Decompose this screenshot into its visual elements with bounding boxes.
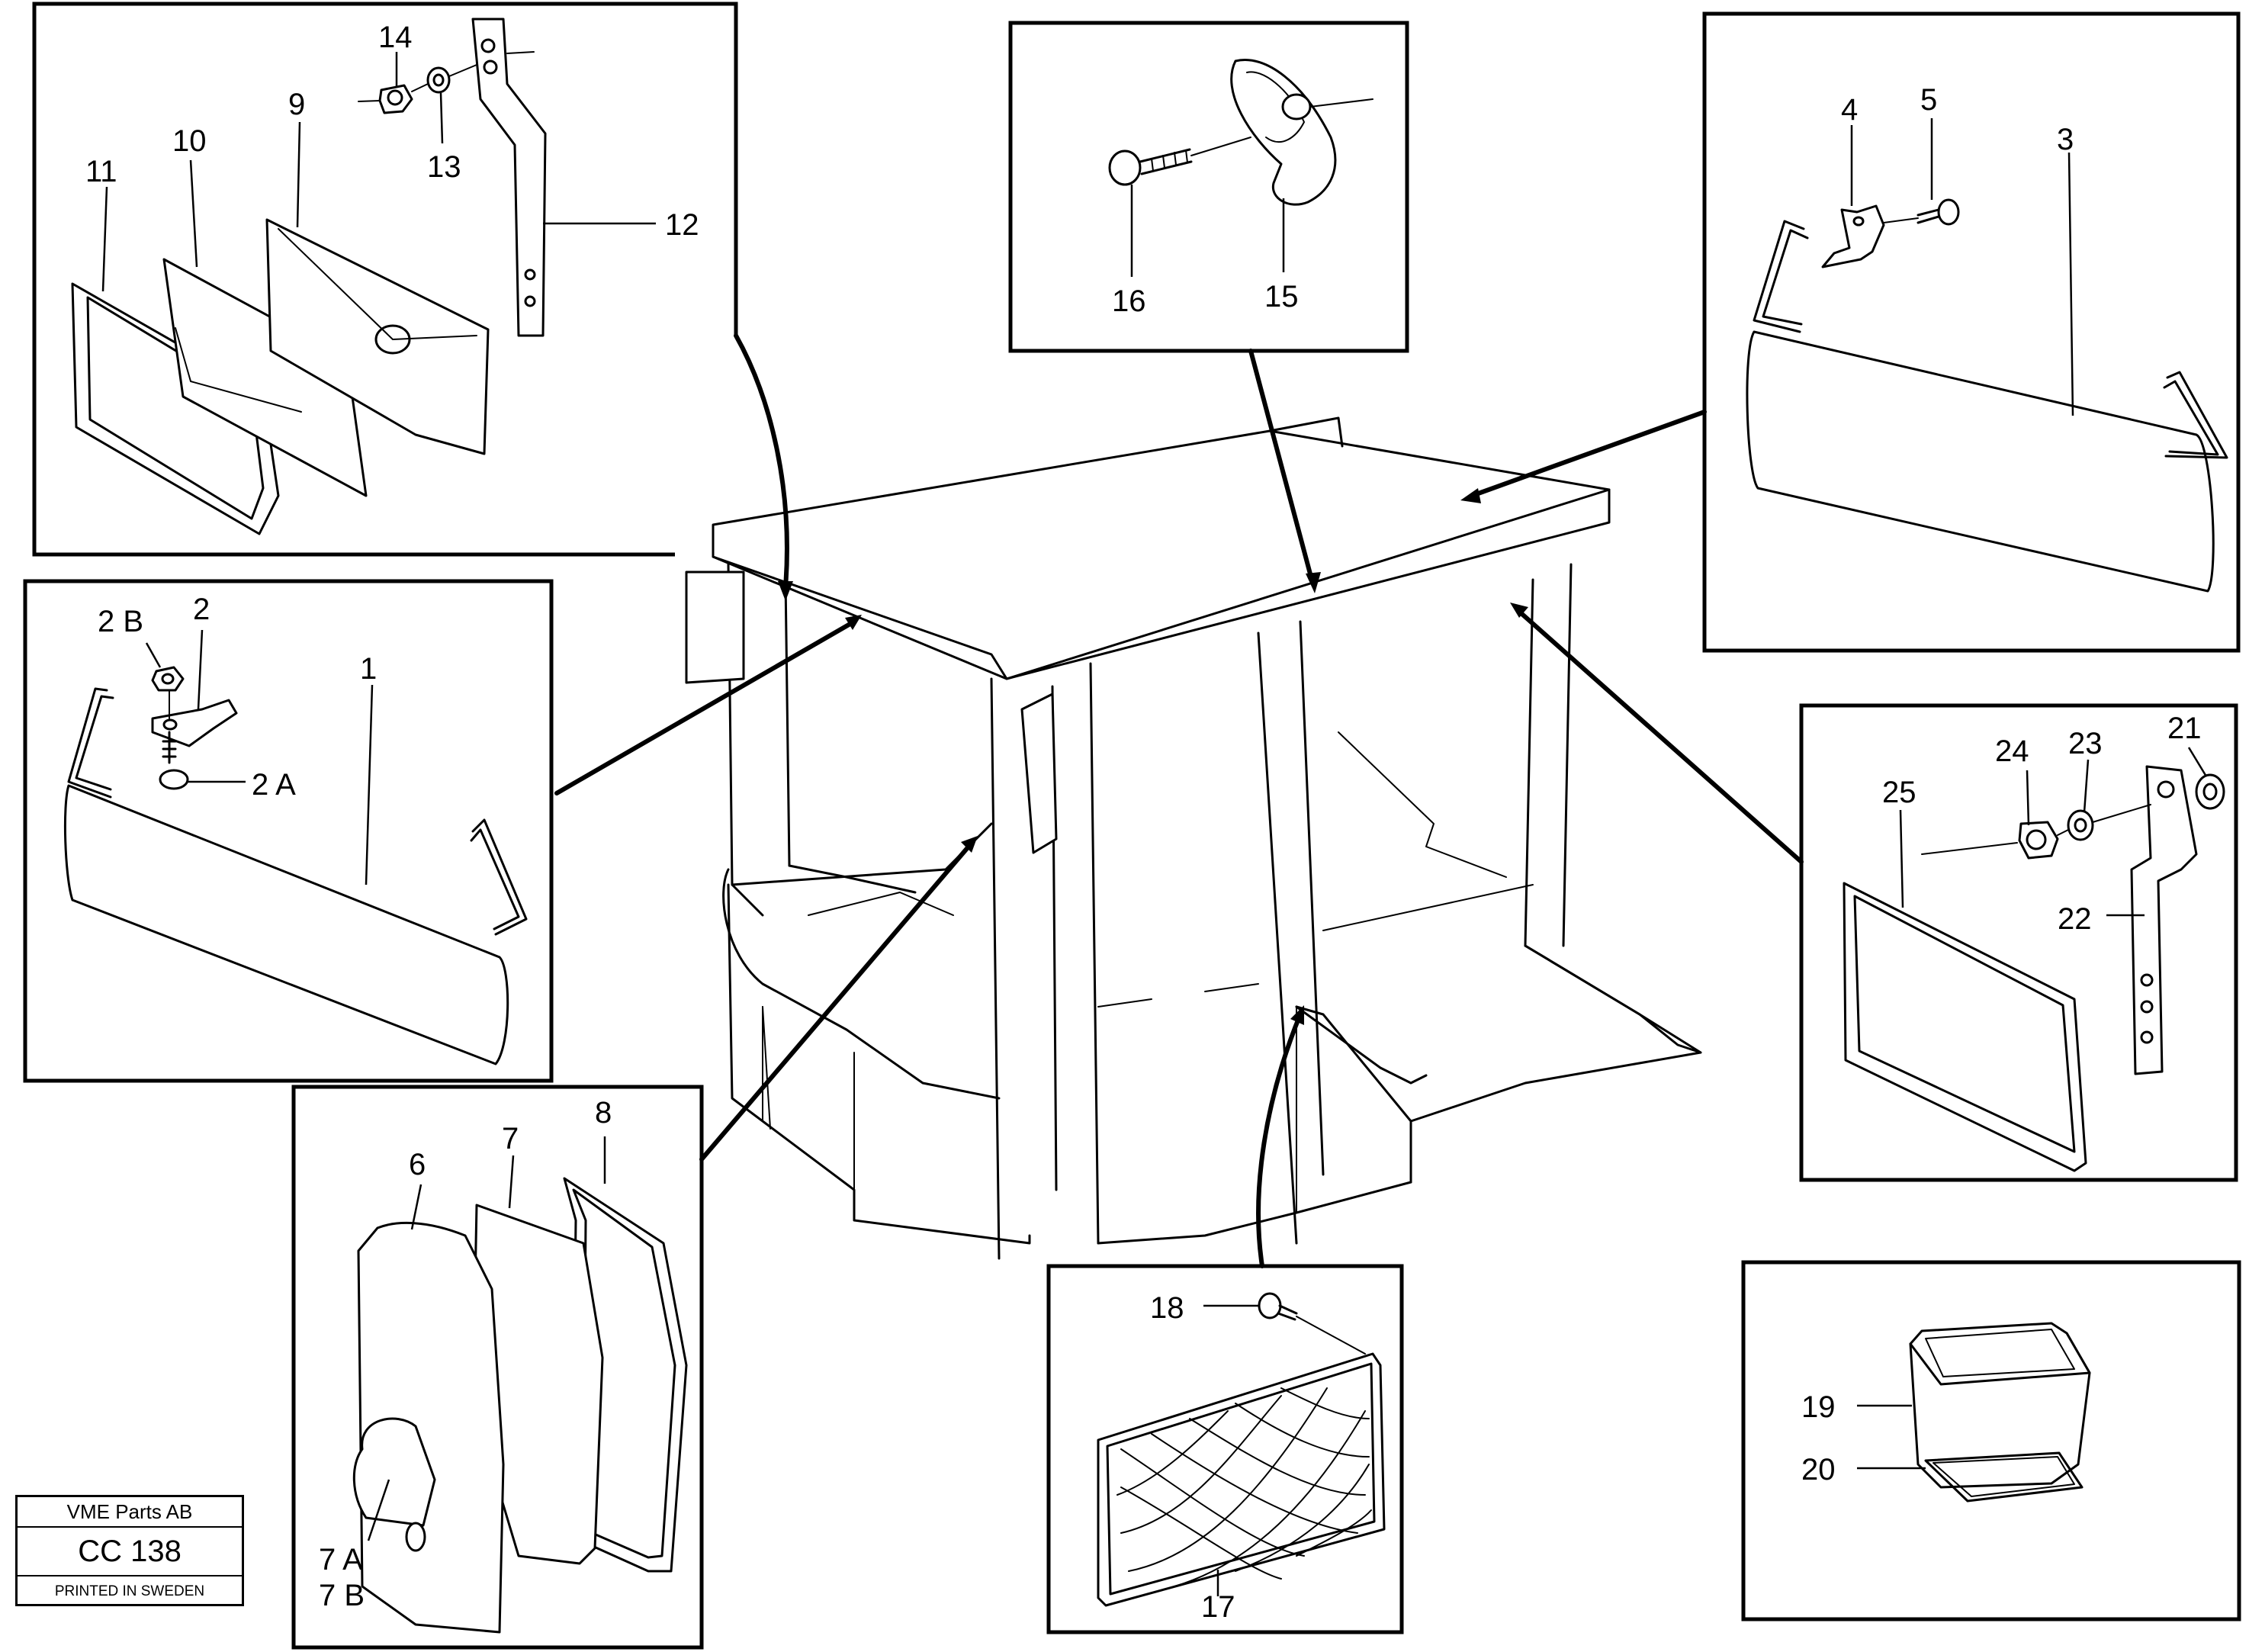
callout-11: 11	[85, 155, 117, 188]
callout-25: 25	[1882, 776, 1916, 809]
callout-2b: 2 B	[98, 605, 143, 638]
callout-3: 3	[2057, 123, 2074, 156]
callout-7a: 7 A	[319, 1543, 363, 1576]
callout-15: 15	[1264, 280, 1299, 313]
callout-13: 13	[427, 150, 461, 184]
callout-4: 4	[1841, 93, 1858, 127]
callout-21: 21	[2167, 712, 2202, 745]
callout-1: 1	[360, 652, 377, 686]
callout-8: 8	[595, 1096, 612, 1130]
callout-16: 16	[1112, 284, 1146, 318]
callout-24: 24	[1995, 734, 2029, 768]
callout-6: 6	[409, 1148, 426, 1181]
detail-box-mirror-small: 25 24 23 21 22	[1799, 703, 2238, 1182]
callout-20: 20	[1801, 1453, 1836, 1486]
leader-lines	[554, 333, 1804, 1268]
drawing-code: CC 138	[18, 1528, 242, 1576]
callout-2a: 2 A	[252, 768, 296, 802]
company-name: VME Parts AB	[18, 1497, 242, 1528]
detail-box-mirror-large: 6 7 8 7 A 7 B	[291, 1085, 704, 1650]
title-block: VME Parts AB CC 138 PRINTED IN SWEDEN	[15, 1495, 244, 1606]
callout-17: 17	[1201, 1590, 1235, 1624]
detail-box-mirror-bracket: 11 10 9 14 13 12	[32, 2, 738, 557]
callout-19: 19	[1801, 1390, 1836, 1424]
callout-10: 10	[172, 124, 207, 158]
printed-note: PRINTED IN SWEDEN	[54, 1583, 205, 1599]
callout-9: 9	[288, 88, 305, 121]
detail-box-storage-tray: 19 20	[1741, 1260, 2241, 1621]
callout-2: 2	[193, 593, 210, 626]
detail-box-storage-net: 18 17	[1046, 1264, 1404, 1634]
callout-7: 7	[502, 1122, 519, 1155]
callout-18: 18	[1150, 1291, 1184, 1325]
callout-5: 5	[1920, 83, 1937, 117]
detail-box-sun-visor-right: 4 5 3	[1702, 11, 2241, 653]
detail-box-sun-visor-left: 2 B 2 2 A 1	[23, 579, 554, 1083]
callout-22: 22	[2058, 902, 2092, 936]
callout-7b: 7 B	[319, 1579, 365, 1612]
cab-drawing	[685, 416, 1702, 1260]
detail-box-coat-hook: 16 15	[1008, 21, 1409, 353]
callout-12: 12	[665, 208, 699, 242]
callout-23: 23	[2068, 727, 2103, 760]
callout-14: 14	[378, 21, 413, 54]
